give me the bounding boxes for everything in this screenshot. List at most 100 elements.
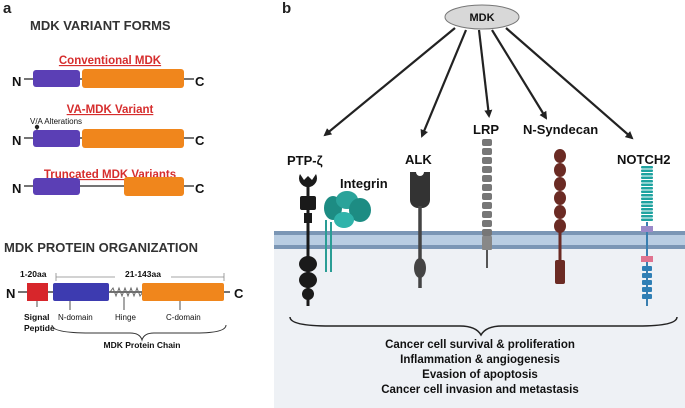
notch-egf-repeat <box>641 187 653 190</box>
lrp-segment <box>482 220 492 227</box>
variant-forms-title: MDK VARIANT FORMS <box>30 18 171 33</box>
lrp-receptor: LRP <box>473 122 499 268</box>
c-terminus: C <box>195 181 205 196</box>
c-domain-block <box>142 283 224 301</box>
ptp-zeta-label: PTP-ζ <box>287 153 323 168</box>
lrp-segment <box>482 184 492 191</box>
syndecan-bead <box>554 177 566 191</box>
notch-intracellular-repeat <box>642 287 652 292</box>
range-21-143aa: 21-143aa <box>125 269 161 279</box>
n-domain-block <box>33 70 80 87</box>
panel-b-letter: b <box>282 0 291 17</box>
alteration-marker <box>34 124 40 130</box>
syndecan-bead <box>554 163 566 177</box>
n-domain-block <box>53 283 109 301</box>
cell-membrane <box>274 235 685 245</box>
effect-inflammation: Inflammation & angiogenesis <box>400 354 560 366</box>
notch-intracellular-repeat <box>642 280 652 285</box>
downstream-effects: Cancer cell survival & proliferation Inf… <box>381 339 579 396</box>
n-terminus: N <box>6 286 15 301</box>
syndecan-bead <box>554 191 566 205</box>
notch-egf-repeat <box>641 204 653 207</box>
notch-intracellular-repeat <box>642 273 652 278</box>
lrp-segment <box>482 166 492 173</box>
notch-egf-repeat <box>641 173 653 176</box>
c-terminus: C <box>195 74 205 89</box>
chain-brace <box>51 324 227 342</box>
lrp-segment <box>482 139 492 146</box>
n-domain-block <box>33 178 80 195</box>
notch-intracellular-repeat <box>642 294 652 299</box>
integrin-label: Integrin <box>340 176 388 191</box>
conventional-mdk: Conventional MDK N C <box>12 55 205 89</box>
c-domain-block <box>82 129 184 148</box>
notch-egf-repeat <box>641 176 653 179</box>
effects-brace <box>289 316 678 337</box>
cytoplasm <box>274 246 685 408</box>
notch-egf-repeat <box>641 194 653 197</box>
effect-survival: Cancer cell survival & proliferation <box>385 339 575 351</box>
notch-egf-repeat <box>641 215 653 218</box>
alk-receptor: ALK <box>405 152 432 288</box>
panel-a-letter: a <box>3 0 12 17</box>
lrp-segment <box>482 175 492 182</box>
notch-egf-repeat <box>641 190 653 193</box>
mdk-ligand <box>444 4 520 30</box>
truncated-mdk-variants: Truncated MDK Variants N C <box>12 169 205 196</box>
protein-organization-title: MDK PROTEIN ORGANIZATION <box>4 240 198 255</box>
notch-egf-repeat <box>641 197 653 200</box>
notch-egf-repeat <box>641 201 653 204</box>
n-domain-label: N-domain <box>58 313 93 322</box>
hinge-label: Hinge <box>115 313 136 322</box>
signal-peptide-block <box>27 283 48 301</box>
notch-egf-repeat <box>641 180 653 183</box>
n-terminus: N <box>12 133 21 148</box>
syndecan-bead <box>554 149 566 163</box>
alk-label: ALK <box>405 152 432 167</box>
c-domain-block <box>124 177 184 196</box>
protein-organization: 1-20aa 21-143aa N C Signal Peptide N-dom… <box>6 269 244 350</box>
notch-egf-repeat <box>641 183 653 186</box>
effect-apoptosis: Evasion of apoptosis <box>422 369 538 381</box>
lrp-segment <box>482 157 492 164</box>
signal-peptide-label-2: Peptide <box>24 323 55 333</box>
lrp-transmembrane <box>482 236 492 250</box>
signal-peptide-label-1: Signal <box>24 312 50 322</box>
effect-invasion: Cancer cell invasion and metastasis <box>381 384 579 396</box>
lrp-segment <box>482 148 492 155</box>
c-terminus: C <box>195 133 205 148</box>
ptp-zeta-receptor: PTP-ζ <box>287 153 323 306</box>
notch2-label: NOTCH2 <box>617 152 670 167</box>
va-mdk-title: VA-MDK Variant <box>67 104 154 116</box>
conventional-mdk-title: Conventional MDK <box>59 55 162 67</box>
notch-egf-repeat <box>641 166 653 169</box>
syndecan-bead <box>554 205 566 219</box>
c-terminus: C <box>234 286 244 301</box>
lrp-label: LRP <box>473 122 499 137</box>
n-syndecan-receptor: N-Syndecan <box>523 122 598 284</box>
notch-egf-repeat <box>641 211 653 214</box>
notch2-receptor: NOTCH2 <box>617 152 670 306</box>
lrp-segment <box>482 211 492 218</box>
c-domain-block <box>82 69 184 88</box>
mdk-label: MDK <box>469 12 494 24</box>
notch-egf-repeat <box>641 208 653 211</box>
signaling-arrows <box>323 27 634 140</box>
hinge-squiggle <box>109 286 144 298</box>
va-mdk-variant: VA-MDK Variant V/A Alterations N C <box>12 104 205 148</box>
va-alterations-note: V/A Alterations <box>30 117 82 126</box>
range-1-20aa: 1-20aa <box>20 269 47 279</box>
notch-egf-repeat <box>641 218 653 221</box>
notch-intracellular-repeat <box>642 266 652 271</box>
n-terminus: N <box>12 74 21 89</box>
lrp-segment <box>482 229 492 236</box>
protein-chain-label: MDK Protein Chain <box>104 340 181 350</box>
lrp-segment <box>482 202 492 209</box>
n-domain-block <box>33 130 80 147</box>
notch-egf-repeat <box>641 169 653 172</box>
n-terminus: N <box>12 181 21 196</box>
integrin-receptor: Integrin <box>324 176 388 272</box>
lrp-segment <box>482 193 492 200</box>
n-syndecan-label: N-Syndecan <box>523 122 598 137</box>
